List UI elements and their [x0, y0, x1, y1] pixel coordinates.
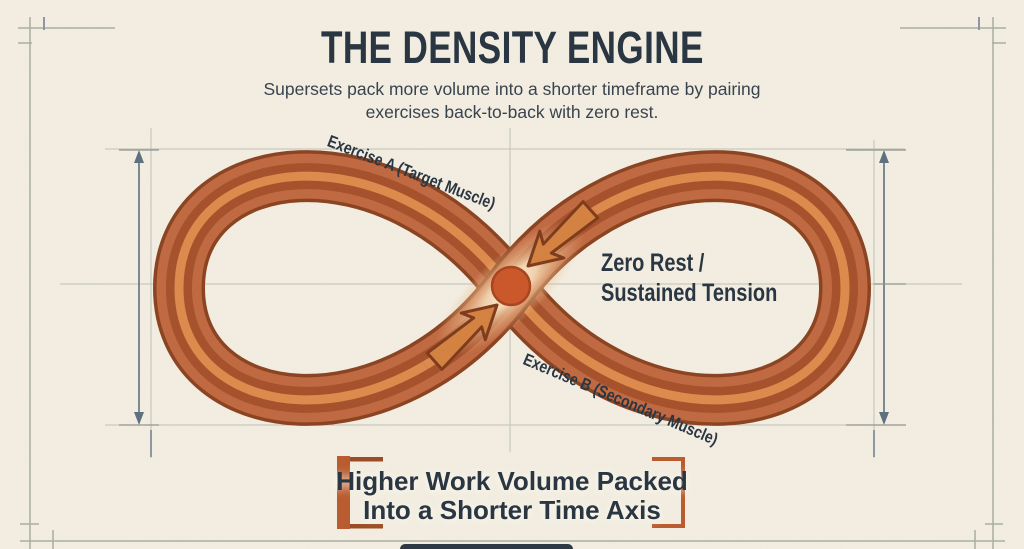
zero-rest-label: Zero Rest / Sustained Tension [601, 248, 821, 308]
footer-caption: Higher Work Volume Packed Into a Shorter… [0, 467, 1024, 524]
page-title-text: THE DENSITY ENGINE [320, 22, 704, 73]
subtitle-line-1: Supersets pack more volume into a shorte… [263, 79, 761, 99]
footer-caption-line-1: Higher Work Volume Packed [336, 466, 688, 496]
subtitle: Supersets pack more volume into a shorte… [0, 78, 1024, 124]
zero-rest-line-1: Zero Rest / [601, 249, 705, 277]
zero-rest-line-2: Sustained Tension [601, 279, 778, 307]
page-title: THE DENSITY ENGINE [0, 25, 1024, 71]
subtitle-line-2: exercises back-to-back with zero rest. [365, 102, 659, 122]
footer-caption-line-2: Into a Shorter Time Axis [363, 494, 661, 525]
